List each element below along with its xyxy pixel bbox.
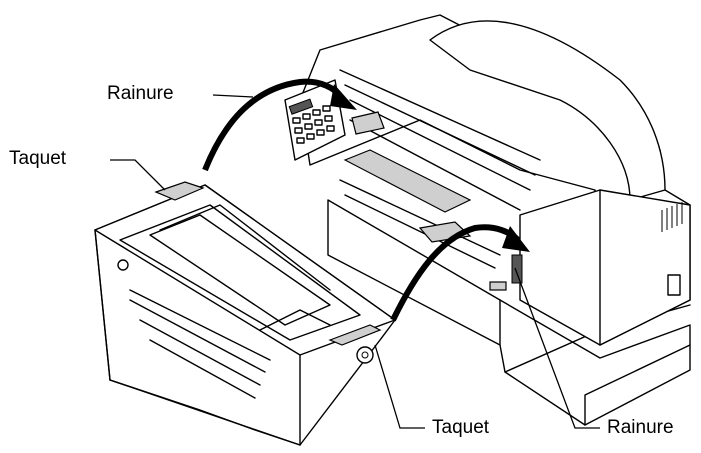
label-rainure-bottom: Rainure <box>607 417 674 438</box>
slot-right <box>511 254 523 284</box>
label-taquet-left: Taquet <box>9 148 67 169</box>
tab-right <box>328 324 382 346</box>
left-knob <box>117 259 129 271</box>
printer-body <box>299 14 691 426</box>
arrow-to-right-slot <box>390 224 521 322</box>
leader-top-rainure <box>212 94 254 98</box>
arrowhead-left <box>330 84 357 110</box>
leader-left-taquet <box>110 159 166 191</box>
vent-grille <box>661 202 683 232</box>
tractor-unit <box>94 184 396 446</box>
label-taquet-bottom: Taquet <box>432 417 490 438</box>
label-rainure-top: Rainure <box>107 83 174 104</box>
tab-left <box>154 181 205 201</box>
arrowhead-right <box>502 226 530 252</box>
power-switch <box>667 274 681 296</box>
control-panel <box>284 79 346 161</box>
leader-bottom-rainure <box>514 267 600 429</box>
right-knob <box>356 346 374 364</box>
leader-bottom-taquet <box>374 344 425 429</box>
arrow-to-left-slot <box>202 78 345 172</box>
slot-left <box>351 111 385 135</box>
